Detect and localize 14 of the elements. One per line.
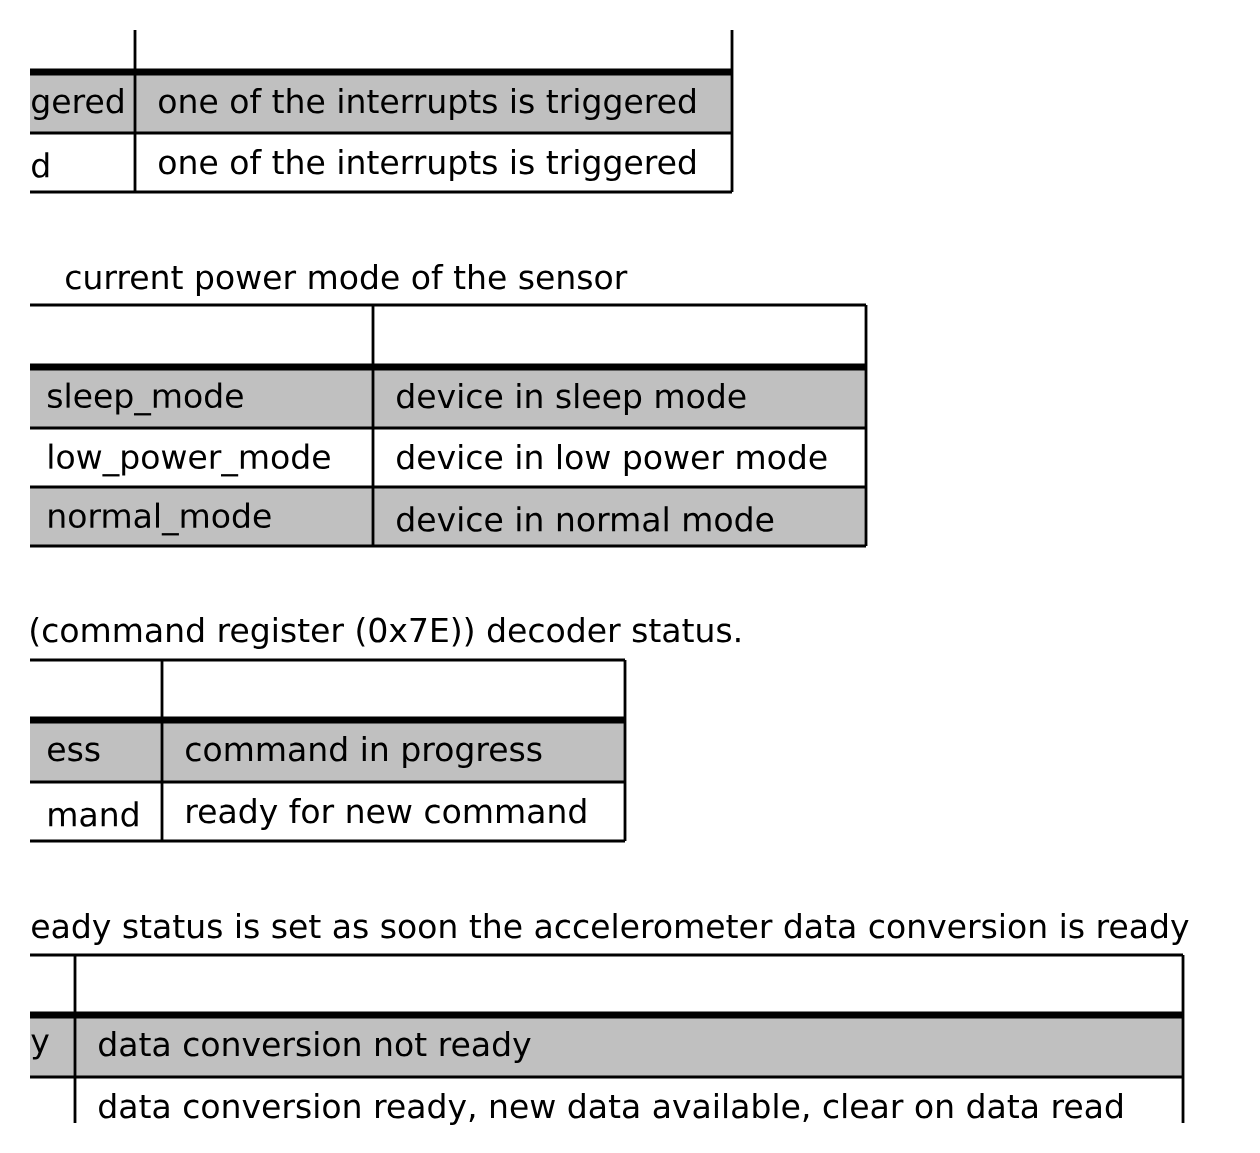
table-cell: ready for new command [187,798,586,830]
table-cell: device in low power mode [397,444,827,476]
table-cell: low_power_mode [49,443,330,477]
table-cell: device in normal mode [373,487,866,546]
table-caption: current power mode of the sensor [66,264,628,296]
table-caption: (command register (0x7E)) decoder status. [31,617,740,649]
table-cell: one of the interrupts is triggered [159,149,695,181]
table-cell: data conversion ready, new data available, clear on data read [99,1093,1122,1125]
table-cell: d [32,152,49,178]
table-cell: normal_mode [30,487,373,546]
table-cell: sleep_mode [30,367,373,428]
table-cell: ess [30,720,162,782]
table-caption: eady status is set as soon the accelerometer data conversion is ready [32,913,1189,945]
table-cell: mand [49,801,138,827]
